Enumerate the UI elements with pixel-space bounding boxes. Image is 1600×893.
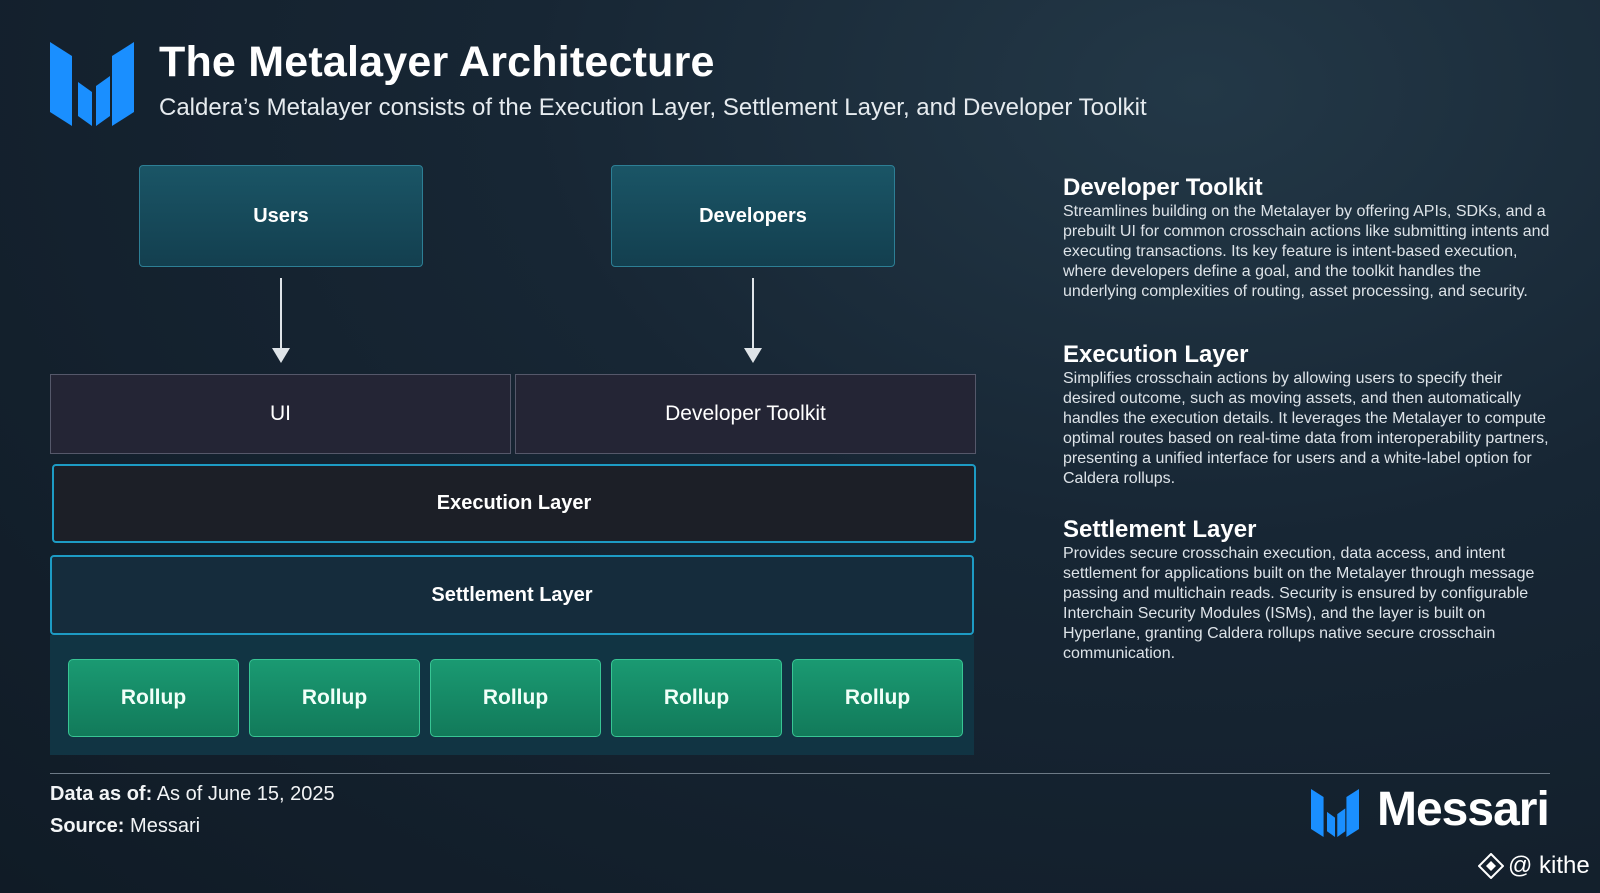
brand-name: Messari — [1377, 783, 1550, 836]
section-body: Streamlines building on the Metalayer by… — [1063, 203, 1550, 300]
data-as-of: Data as of: As of June 15, 2025 — [50, 783, 335, 806]
rollup-box: Rollup — [430, 659, 601, 737]
section-body: Simplifies crosschain actions by allowin… — [1063, 370, 1549, 487]
section-title: Settlement Layer — [1063, 516, 1257, 543]
source: Source: Messari — [50, 815, 200, 838]
arrow-down-icon — [744, 278, 762, 363]
developers-box: Developers — [611, 165, 895, 267]
section-title: Execution Layer — [1063, 341, 1249, 368]
footer-divider — [50, 773, 1550, 774]
messari-logo-icon — [1311, 789, 1359, 837]
execution-layer-box: Execution Layer — [52, 464, 976, 543]
rollup-box: Rollup — [249, 659, 420, 737]
section-title: Developer Toolkit — [1063, 174, 1263, 201]
data-as-of-value: As of June 15, 2025 — [156, 783, 335, 805]
data-as-of-label: Data as of: — [50, 783, 153, 805]
rollup-box: Rollup — [68, 659, 239, 737]
section-settlement-layer: Settlement Layer Provides secure crossch… — [1063, 516, 1555, 664]
developer-toolkit-box: Developer Toolkit — [515, 374, 976, 454]
messari-logo-icon — [50, 42, 134, 126]
section-developer-toolkit: Developer Toolkit Streamlines building o… — [1063, 174, 1555, 302]
source-label: Source: — [50, 815, 125, 837]
rollup-box: Rollup — [611, 659, 782, 737]
binance-square-icon — [1478, 853, 1504, 879]
section-body: Provides secure crosschain execution, da… — [1063, 545, 1535, 662]
page-subtitle: Caldera’s Metalayer consists of the Exec… — [159, 94, 1147, 121]
rollup-box: Rollup — [792, 659, 963, 737]
page-title: The Metalayer Architecture — [159, 38, 715, 86]
ui-box: UI — [50, 374, 511, 454]
section-execution-layer: Execution Layer Simplifies crosschain ac… — [1063, 341, 1555, 489]
source-value: Messari — [130, 815, 201, 837]
arrow-down-icon — [272, 278, 290, 363]
author-handle: @ kithe — [1508, 852, 1590, 879]
users-box: Users — [139, 165, 423, 267]
settlement-layer-box: Settlement Layer — [50, 555, 974, 635]
